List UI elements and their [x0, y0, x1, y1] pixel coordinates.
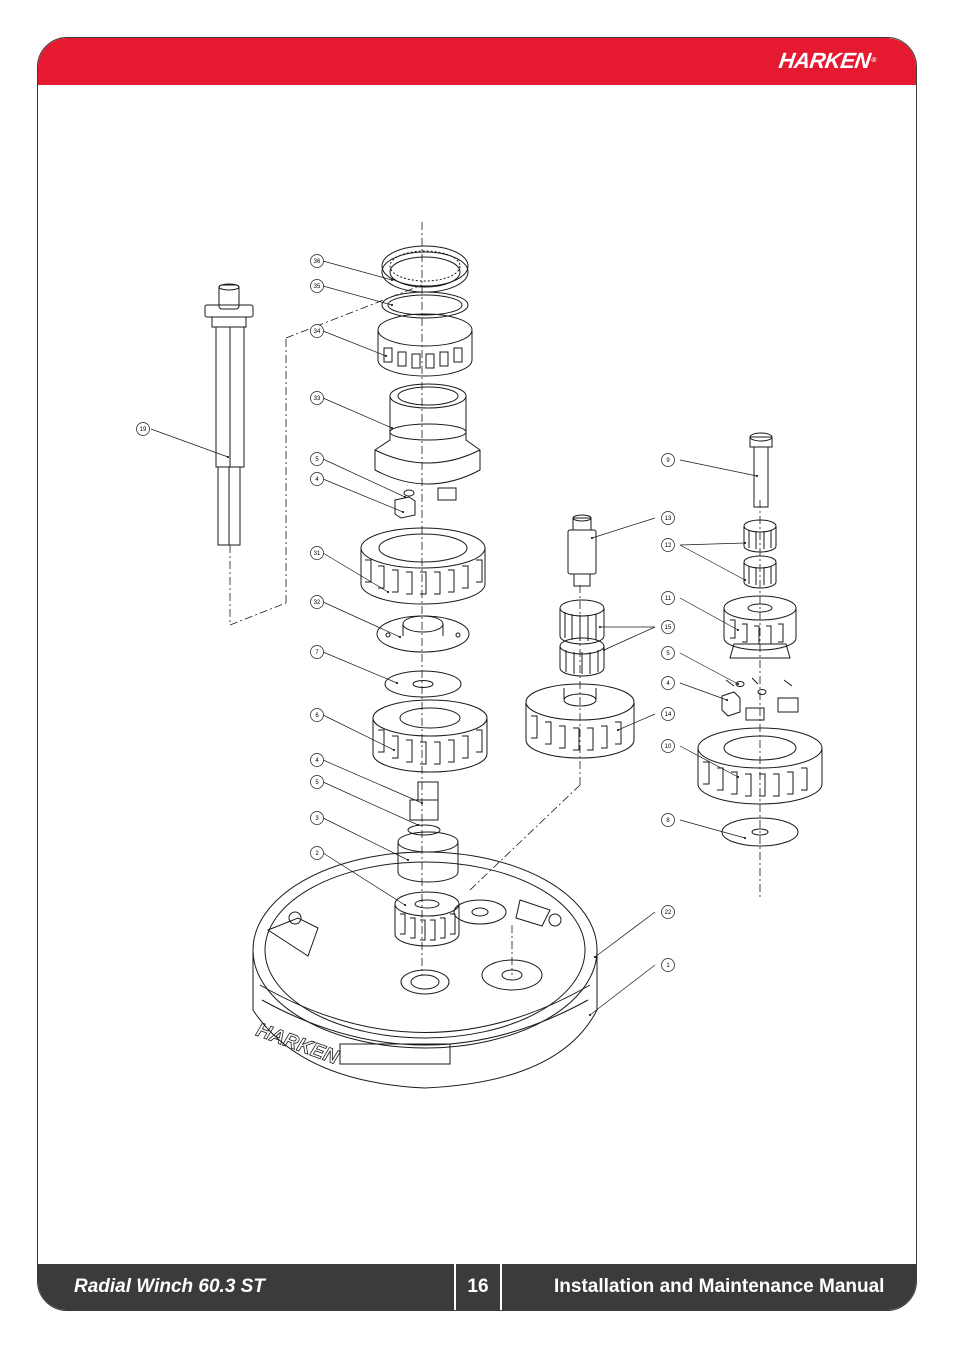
part-7-washer — [384, 670, 462, 698]
callout-34: 34 — [314, 329, 321, 335]
product-prefix: Radial Winch — [74, 1276, 199, 1297]
part-4-5-3-pinion — [397, 781, 459, 883]
callout-35: 35 — [314, 284, 321, 290]
callout-5-lower: 5 — [315, 780, 319, 786]
product-model: 60.3 ST — [198, 1276, 265, 1297]
callout-2: 2 — [315, 851, 319, 857]
callout-12: 12 — [665, 543, 672, 549]
callout-31: 31 — [314, 551, 321, 557]
callout-5-upper: 5 — [315, 457, 319, 463]
part-2-pinion — [394, 891, 460, 947]
callout-5-right: 5 — [666, 651, 670, 657]
part-34-ratchet — [377, 313, 473, 377]
callout-10: 10 — [665, 744, 672, 750]
product-title: Radial Winch 60.3 ST — [74, 1276, 265, 1298]
callout-4-right: 4 — [666, 681, 670, 687]
callout-32: 32 — [314, 600, 321, 606]
part-35-ring — [381, 291, 469, 319]
part-5-4-upper-pawls — [394, 487, 457, 519]
housing-lettering: HARKEN — [253, 1019, 341, 1069]
callout-14: 14 — [665, 712, 672, 718]
part-10-gear — [697, 727, 823, 805]
callout-22: 22 — [665, 910, 672, 916]
part-1-base-housing — [252, 851, 598, 1089]
callout-8: 8 — [666, 818, 670, 824]
header-bar: HARKEN® — [38, 38, 916, 85]
part-8-washer — [721, 817, 799, 847]
part-11-gear — [723, 595, 797, 659]
page-number: 16 — [467, 1276, 489, 1297]
callout-11: 11 — [665, 596, 672, 602]
part-15-bearings — [559, 599, 605, 677]
part-12-bearings — [743, 519, 777, 589]
callout-15: 15 — [665, 625, 672, 631]
callout-4-upper: 4 — [315, 477, 319, 483]
callout-leaders — [150, 260, 759, 1017]
part-13-shaft — [567, 514, 597, 587]
callout-33: 33 — [314, 396, 321, 402]
callout-6: 6 — [315, 713, 319, 719]
part-9-shaft — [749, 432, 773, 508]
callout-circles — [136, 254, 675, 972]
part-36-bearing — [381, 245, 469, 293]
callout-9: 9 — [666, 458, 670, 464]
callout-13: 13 — [665, 516, 672, 522]
part-19-shaft — [204, 283, 254, 546]
part-14-gear — [525, 683, 635, 759]
part-5-4-right-pawls — [721, 677, 799, 721]
footer-bar: Radial Winch 60.3 ST 16 Installation and… — [38, 1264, 916, 1310]
part-31-gear — [360, 527, 486, 605]
callout-19: 19 — [140, 427, 147, 433]
footer-divider-right — [500, 1264, 502, 1310]
callout-36: 36 — [314, 259, 321, 265]
manual-title: Installation and Maintenance Manual — [554, 1276, 885, 1297]
part-32-plate — [376, 615, 470, 653]
callout-1: 1 — [666, 963, 670, 969]
part-33-spindle-housing — [374, 383, 481, 485]
page-frame: HARKEN® Radial Winch 60.3 ST 16 Installa… — [37, 37, 917, 1311]
callout-3: 3 — [315, 816, 319, 822]
callout-4-lower: 4 — [315, 758, 319, 764]
callout-numbers: 36 35 34 33 19 5 4 31 32 7 6 4 5 3 2 22 … — [140, 259, 672, 969]
callout-7: 7 — [315, 650, 319, 656]
footer-divider-left — [454, 1264, 456, 1310]
part-6-gear — [372, 699, 488, 773]
